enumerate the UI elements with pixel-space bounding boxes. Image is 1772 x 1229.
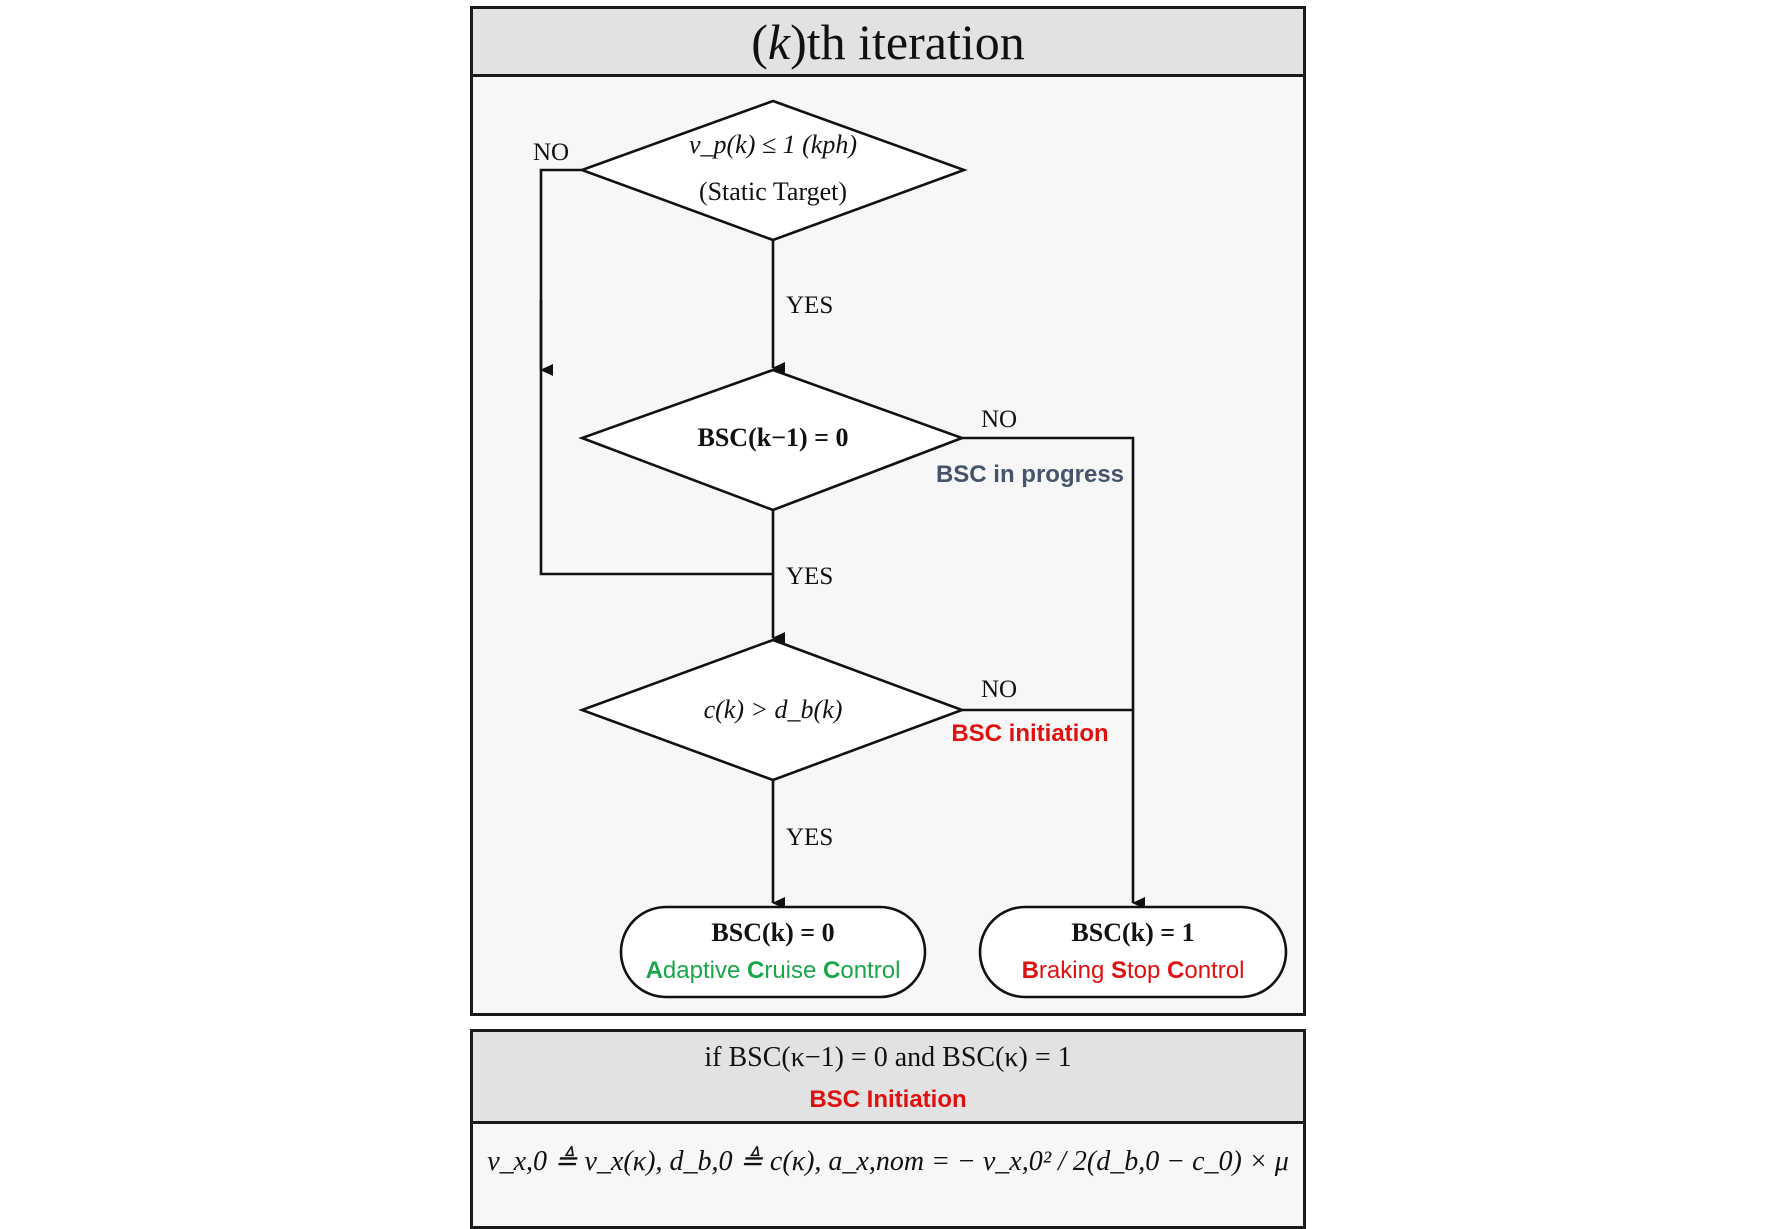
terminal-acc bbox=[619, 905, 927, 999]
terminal-bsc bbox=[978, 905, 1288, 999]
label-d1-no: NO bbox=[533, 139, 569, 166]
iteration-header: (k)th iteration bbox=[473, 9, 1303, 77]
decision-1-line2: (Static Target) bbox=[699, 177, 847, 206]
label-d2-no: NO bbox=[981, 406, 1017, 433]
initiation-condition-band: if BSC(κ−1) = 0 and BSC(κ) = 1 BSC Initi… bbox=[473, 1032, 1303, 1124]
label-d3-no: NO bbox=[981, 676, 1017, 703]
terminal-bsc-formula: BSC(k) = 1 bbox=[1071, 918, 1194, 947]
decision-2-text: BSC(k−1) = 0 bbox=[698, 423, 849, 452]
edge-d1-no bbox=[539, 168, 773, 576]
decision-1-line1: v_p(k) ≤ 1 (kph) bbox=[689, 130, 857, 159]
edge-d2-no bbox=[962, 436, 1145, 909]
initiation-panel: if BSC(κ−1) = 0 and BSC(κ) = 1 BSC Initi… bbox=[470, 1029, 1306, 1229]
initiation-label: BSC Initiation bbox=[809, 1086, 967, 1113]
label-d3-yes: YES bbox=[786, 824, 833, 851]
iteration-title: (k)th iteration bbox=[751, 14, 1025, 70]
label-bsc-in-progress: BSC in progress bbox=[936, 461, 1124, 488]
initiation-condition: if BSC(κ−1) = 0 and BSC(κ) = 1 bbox=[704, 1042, 1072, 1073]
terminal-acc-name: Adaptive Cruise Control bbox=[646, 957, 901, 984]
label-d2-yes: YES bbox=[786, 563, 833, 590]
terminal-bsc-name: Braking Stop Control bbox=[1022, 957, 1245, 984]
decision-3-text: c(k) > d_b(k) bbox=[704, 695, 843, 724]
label-bsc-initiation: BSC initiation bbox=[951, 720, 1108, 747]
label-d1-yes: YES bbox=[786, 292, 833, 319]
terminal-acc-formula: BSC(k) = 0 bbox=[711, 918, 834, 947]
initiation-equation: v_x,0 ≜ v_x(κ), d_b,0 ≜ c(κ), a_x,nom = … bbox=[487, 1146, 1289, 1177]
decision-static-target bbox=[578, 99, 968, 242]
